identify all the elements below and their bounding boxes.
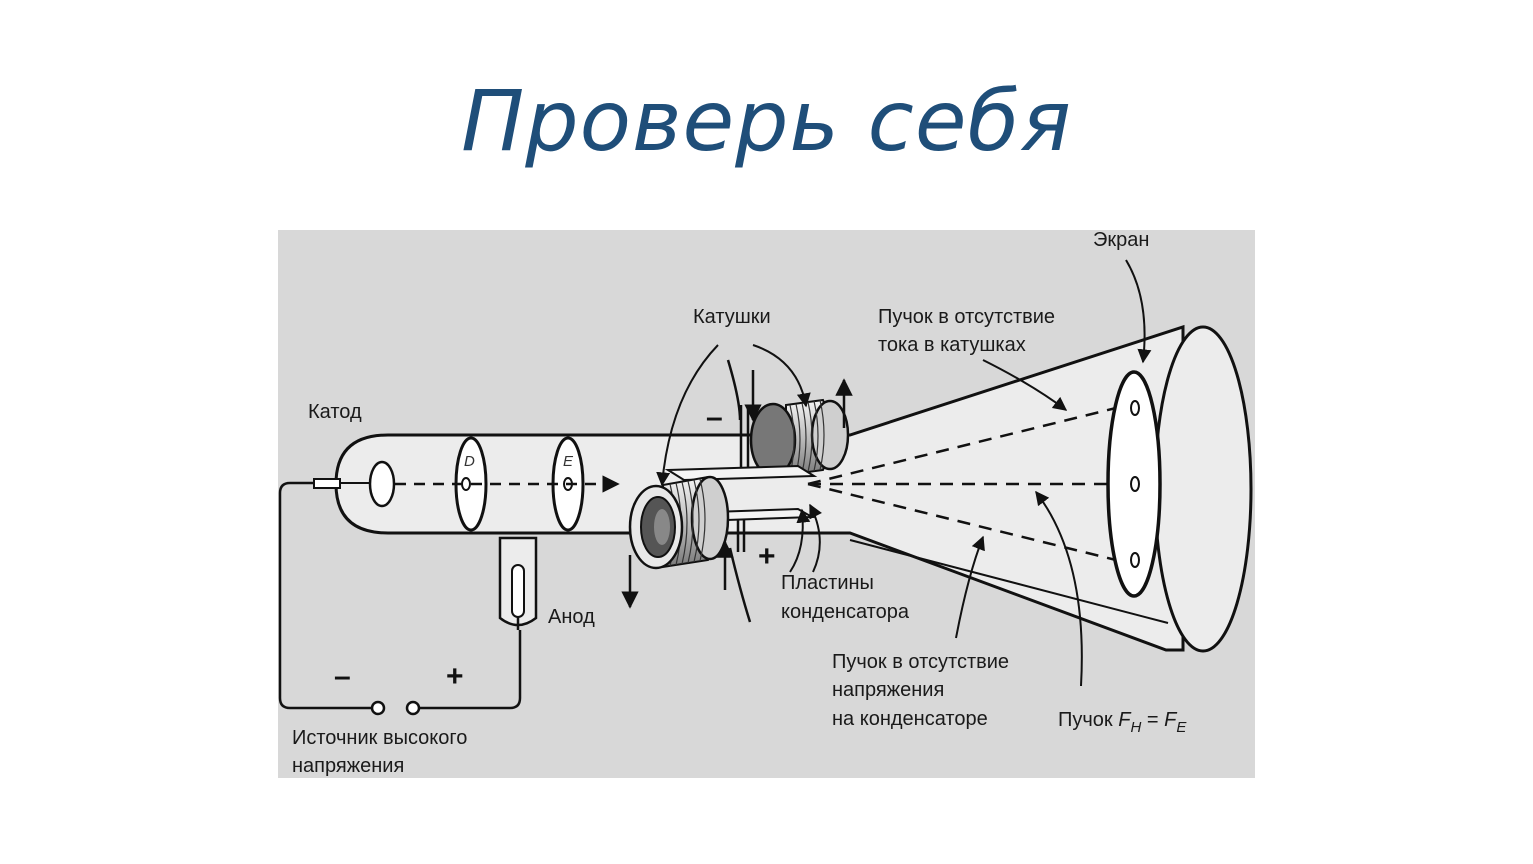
disk-e-label: E [563, 453, 574, 470]
label-cathode: Катод [308, 401, 362, 423]
label-beam-no-voltage-2: напряжения [832, 679, 944, 701]
coil-upper [749, 398, 850, 478]
label-beam-balanced: Пучок FH = FE [1058, 709, 1187, 736]
label-anode: Анод [548, 606, 595, 628]
slide-title: Проверь себя [461, 72, 1072, 170]
label-capacitor-plates-1: Пластины [781, 572, 874, 594]
label-beam-no-current-2: тока в катушках [878, 334, 1026, 356]
funnel-shade [849, 539, 1169, 624]
terminal-plus [405, 700, 421, 716]
beam-balanced-fh-sub: H [1130, 719, 1141, 736]
crt-diagram: D E [278, 230, 1255, 778]
label-source-2: напряжения [292, 755, 404, 777]
screen-disk [1106, 370, 1162, 598]
beam-balanced-fe-sub: E [1176, 719, 1187, 736]
label-capacitor-plates-2: конденсатора [781, 601, 910, 623]
label-coils: Катушки [693, 306, 771, 328]
label-beam-no-current-1: Пучок в отсутствие [878, 306, 1055, 328]
circuit-wires [278, 481, 522, 710]
label-beam-no-voltage-3: на конденсаторе [832, 708, 988, 730]
label-pointers [656, 259, 1152, 687]
arrows [621, 370, 853, 609]
anode-stub [498, 536, 538, 630]
source-minus-sign: – [334, 660, 351, 693]
cathode [313, 460, 396, 508]
beam-balanced-eq: = [1141, 709, 1164, 731]
beam-balanced-fe: F [1164, 709, 1178, 731]
beam-balanced-prefix: Пучок [1058, 709, 1118, 731]
terminal-minus [370, 700, 386, 716]
label-source-1: Источник высокого [292, 727, 467, 749]
beam-balanced-fh: F [1118, 709, 1132, 731]
disk-d-label: D [464, 453, 475, 470]
label-screen: Экран [1093, 230, 1149, 251]
sign-plus-bottom: + [758, 540, 776, 573]
label-beam-no-voltage-1: Пучок в отсутствие [832, 651, 1009, 673]
source-plus-sign: + [446, 660, 464, 693]
screen-face [1153, 325, 1253, 653]
coil-lower [628, 475, 730, 570]
crt-diagram-svg: D E [278, 230, 1255, 778]
sign-minus-top: – [706, 401, 723, 434]
